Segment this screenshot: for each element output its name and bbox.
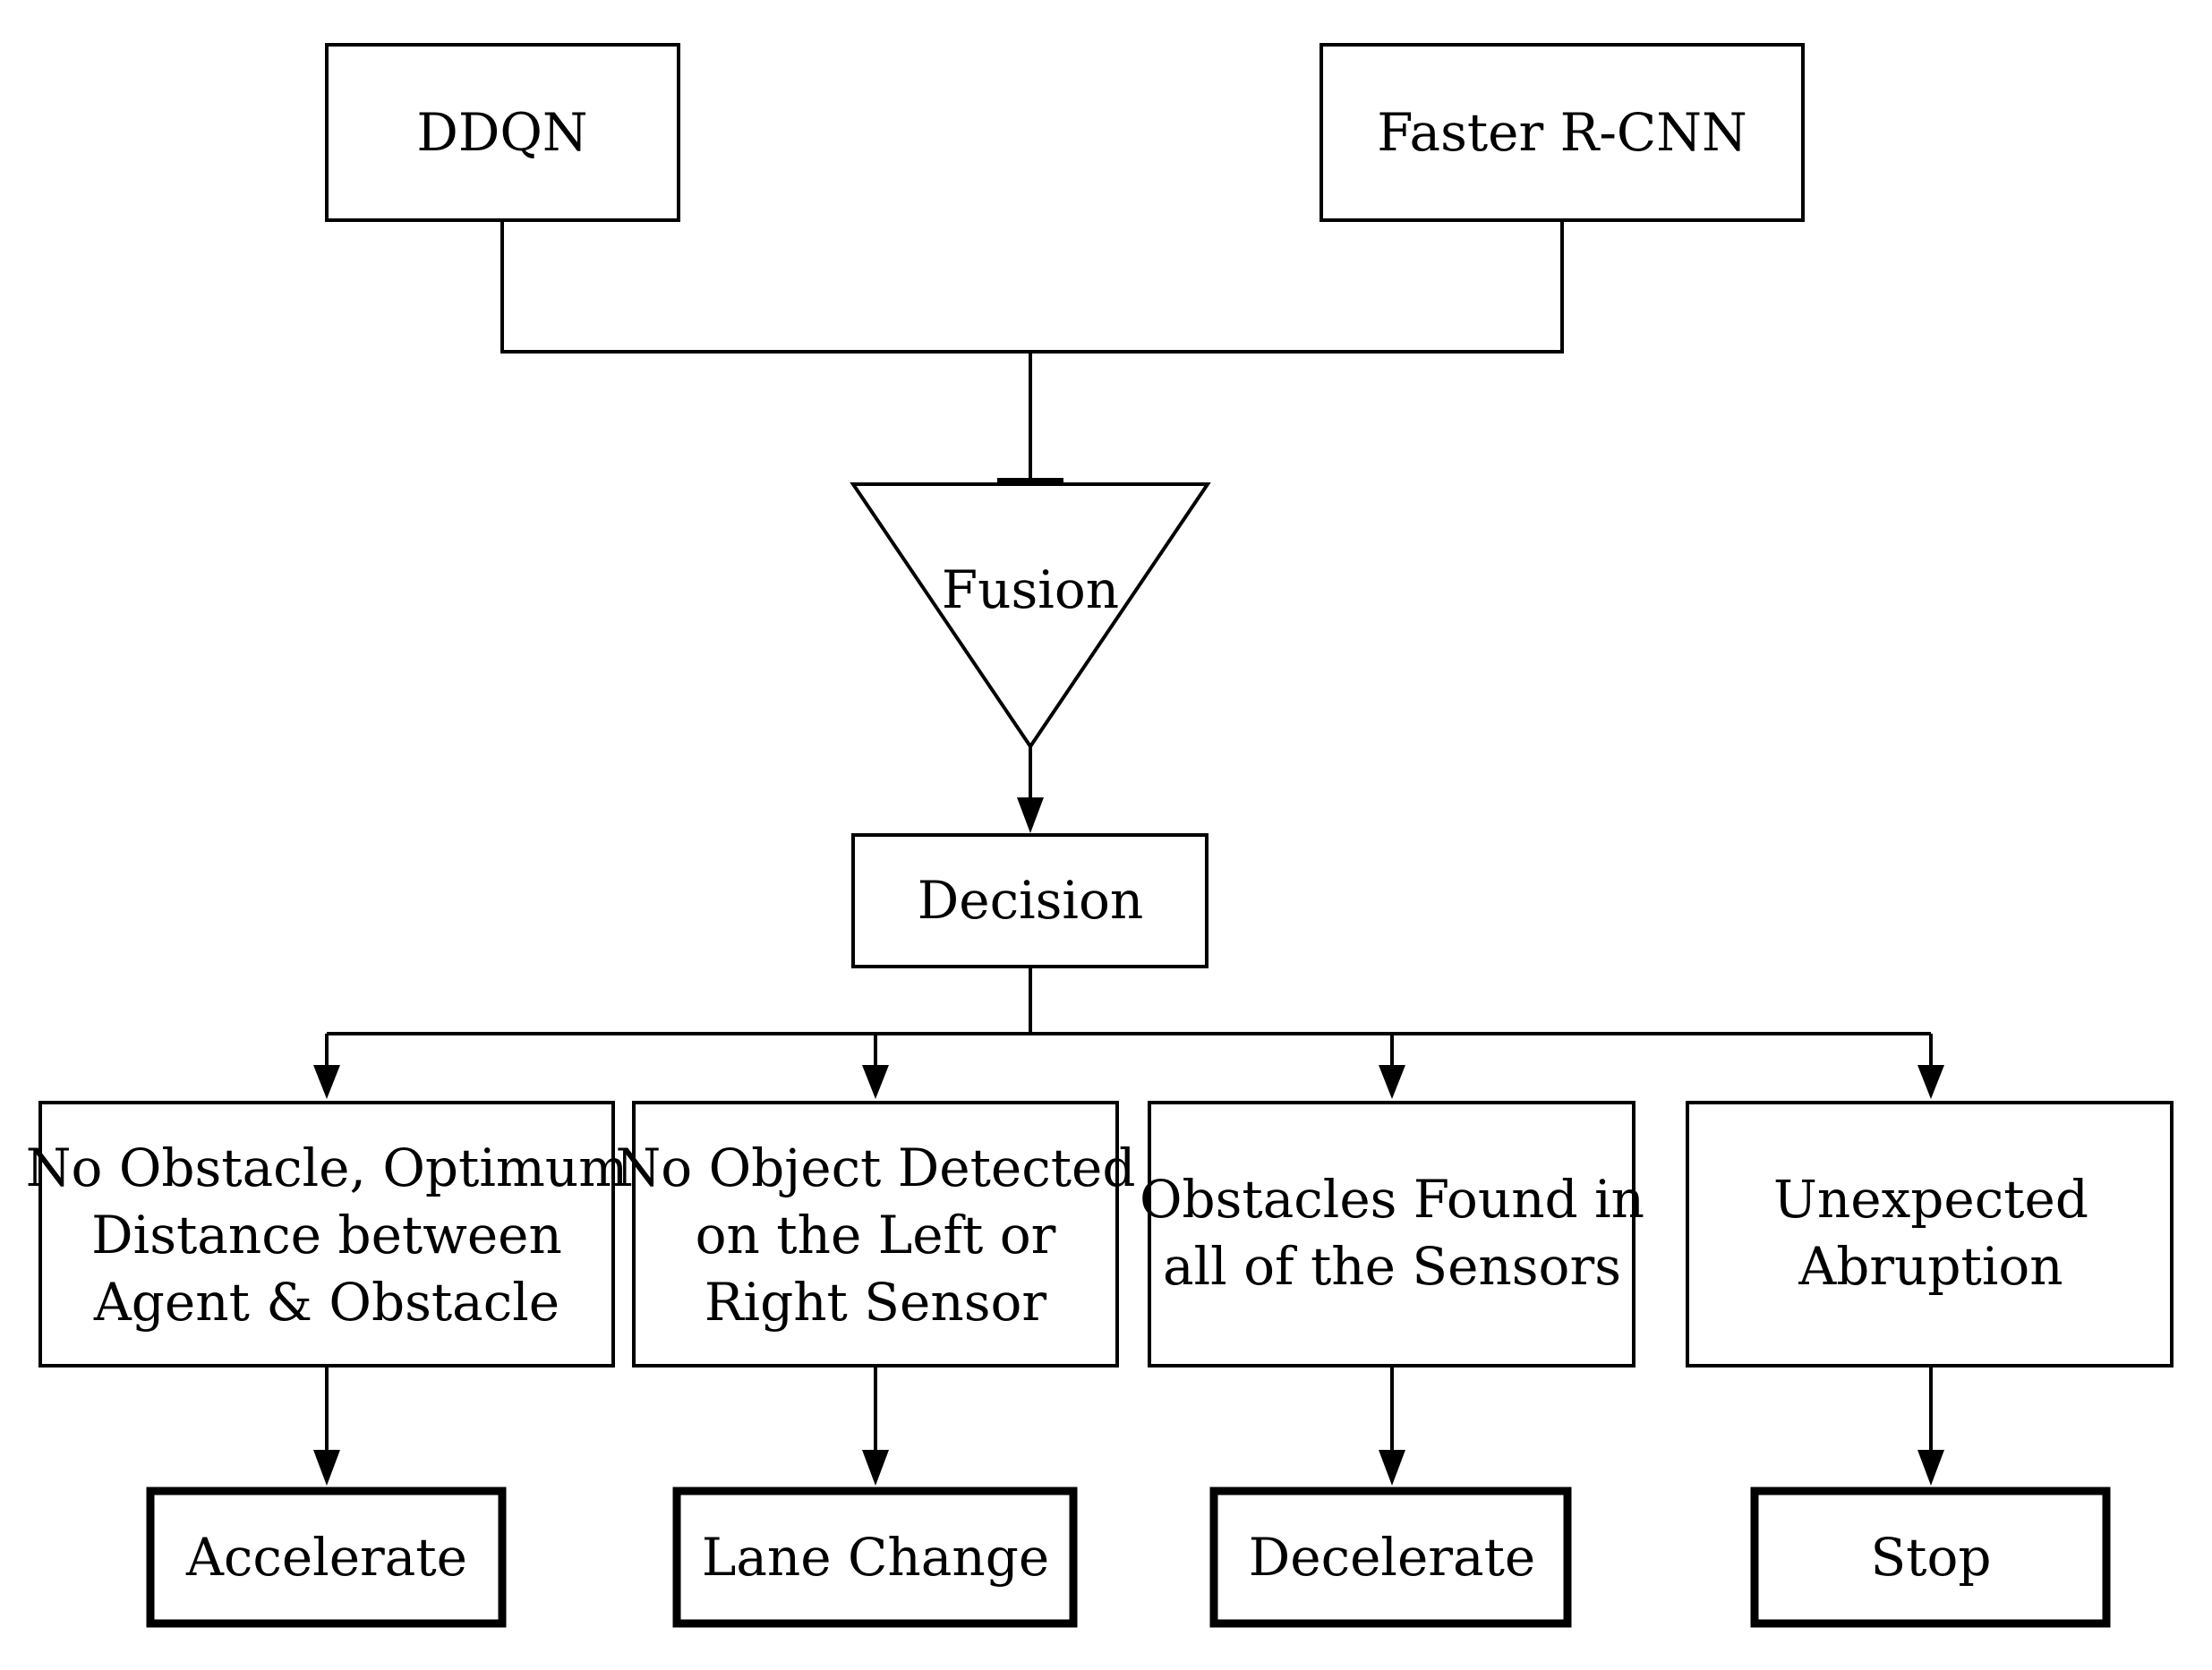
node-ddqn: DDQN [325,43,680,222]
action-box-3 [1209,1487,1572,1628]
action-arrowhead-3 [1379,1450,1405,1486]
condition-1-line-3: Agent & Obstacle [93,1272,559,1333]
node-fusion: Fusion [850,482,1211,750]
condition-box-2 [632,1101,1119,1368]
node-condition-4: Unexpected Abruption [1686,1101,2174,1368]
condition-2-line-1: No Object Detected [615,1137,1135,1198]
node-condition-3: Obstacles Found in all of the Sensors [1140,1101,1644,1368]
condition-4-line-2: Abruption [1798,1236,2063,1297]
action-3-label: Decelerate [1249,1527,1535,1588]
branch-arrowhead-4 [1917,1065,1944,1099]
node-action-accelerate: Accelerate [146,1487,507,1628]
action-box-2 [672,1487,1078,1628]
condition-4-line-1: Unexpected [1773,1169,2088,1230]
condition-1-line-2: Distance between [91,1205,562,1265]
fusion-label: Fusion [942,559,1119,620]
branch-arrowhead-3 [1379,1065,1405,1099]
edge-fusion-to-decision [1017,746,1044,833]
inputs-merge-line [500,220,1564,354]
condition-box-1 [38,1101,615,1368]
action-arrowhead-4 [1917,1450,1944,1486]
fusion-triangle [850,482,1211,750]
edge-decision-branches [313,967,1944,1099]
branch-arrowhead-1 [313,1065,340,1099]
condition-1-line-1: No Obstacle, Optimum [26,1137,628,1198]
branch-arrowhead-2 [862,1065,889,1099]
node-decision: Decision [851,833,1208,968]
action-arrowhead-2 [862,1450,889,1486]
action-box-1 [146,1487,507,1628]
edge-inputs-to-fusion [500,220,1564,485]
action-box-4 [1750,1487,2111,1628]
node-action-lane-change: Lane Change [672,1487,1078,1628]
edge-conditions-to-actions [313,1366,1944,1486]
node-action-stop: Stop [1750,1487,2111,1628]
action-arrowhead-1 [313,1450,340,1486]
ddqn-label: DDQN [416,102,587,163]
fusion-decision-arrowhead [1017,797,1044,833]
action-2-label: Lane Change [702,1527,1049,1588]
condition-box-3 [1148,1101,1636,1368]
condition-3-line-1: Obstacles Found in [1140,1169,1644,1230]
ddqn-box [325,43,680,222]
decision-box [851,833,1208,968]
node-condition-1: No Obstacle, Optimum Distance between Ag… [26,1101,628,1368]
faster-rcnn-box [1320,43,1805,222]
faster-rcnn-label: Faster R-CNN [1377,102,1747,163]
action-1-label: Accelerate [185,1527,467,1588]
node-condition-2: No Object Detected on the Left or Right … [615,1101,1136,1368]
decision-label: Decision [918,870,1143,931]
node-faster-rcnn: Faster R-CNN [1320,43,1805,222]
condition-box-4 [1686,1101,2174,1368]
action-4-label: Stop [1870,1527,1991,1588]
condition-2-line-3: Right Sensor [705,1272,1047,1333]
node-action-decelerate: Decelerate [1209,1487,1572,1628]
condition-3-line-2: all of the Sensors [1163,1236,1621,1297]
condition-2-line-2: on the Left or [696,1205,1056,1265]
